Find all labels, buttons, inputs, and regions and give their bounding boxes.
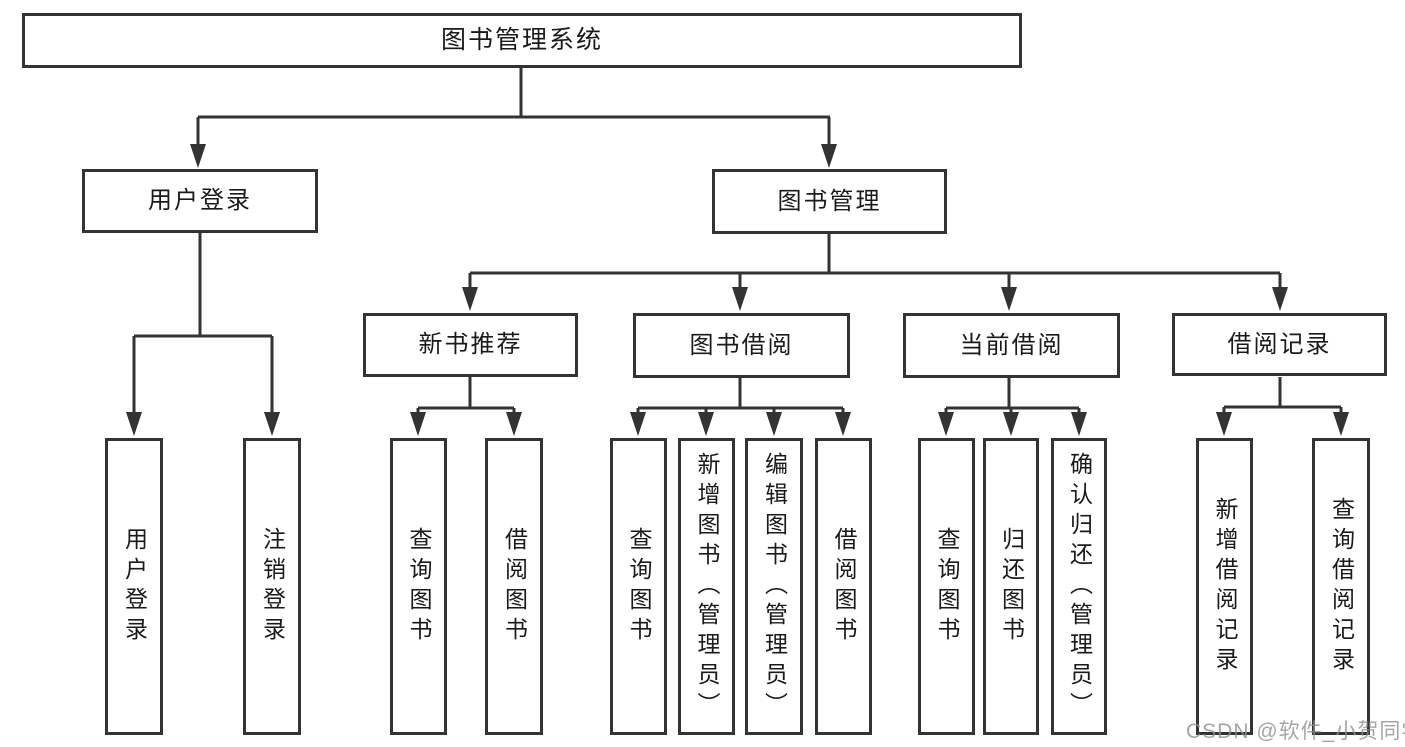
- node-label: 借阅图书: [501, 526, 528, 647]
- node-label: 新书推荐: [418, 331, 523, 358]
- node-user-login: 用户登录: [82, 169, 318, 233]
- arrowhead: [938, 412, 954, 436]
- node-borrowing-records: 借阅记录: [1172, 313, 1387, 376]
- arrowhead: [821, 144, 837, 168]
- csdn-watermark: CSDN @软件_小贺同学: [1186, 720, 1405, 743]
- leaf-add-books-admin: 新增图书（管理员）: [678, 438, 735, 735]
- node-label: 用户登录: [121, 526, 148, 647]
- node-label: 确认归还（管理员）: [1066, 451, 1093, 722]
- arrowhead: [410, 412, 426, 436]
- node-book-management: 图书管理: [712, 169, 947, 234]
- leaf-confirm-return-admin: 确认归还（管理员）: [1051, 438, 1107, 735]
- leaf-add-borrow-record: 新增借阅记录: [1196, 438, 1253, 735]
- arrowhead: [1003, 412, 1019, 436]
- node-label: 图书管理系统: [440, 26, 603, 54]
- node-label: 查询图书: [626, 526, 652, 647]
- node-library-management-system: 图书管理系统: [22, 13, 1022, 68]
- arrowhead: [1216, 412, 1232, 436]
- node-label: 用户登录: [148, 187, 252, 214]
- node-label: 图书管理: [777, 187, 882, 215]
- node-label: 归还图书: [998, 526, 1025, 647]
- leaf-query-books-current: 查询图书: [918, 438, 975, 735]
- arrowhead: [264, 412, 280, 436]
- arrowhead: [766, 412, 782, 436]
- leaf-query-books-recommend: 查询图书: [390, 438, 447, 735]
- leaf-logout: 注销登录: [243, 438, 301, 735]
- leaf-edit-books-admin: 编辑图书（管理员）: [745, 438, 803, 735]
- leaf-user-login: 用户登录: [105, 438, 163, 735]
- leaf-query-books-borrowing: 查询图书: [610, 438, 667, 735]
- node-label: 当前借阅: [959, 331, 1064, 359]
- node-label: 注销登录: [259, 526, 286, 647]
- node-label: 查询借阅记录: [1328, 496, 1355, 677]
- arrowhead: [835, 412, 851, 436]
- node-current-borrowing: 当前借阅: [903, 313, 1120, 378]
- arrowhead: [126, 412, 142, 436]
- node-label: 查询图书: [406, 526, 432, 647]
- arrowhead: [190, 144, 206, 168]
- leaf-query-borrow-record: 查询借阅记录: [1312, 438, 1370, 735]
- node-label: 借阅图书: [831, 526, 857, 647]
- arrowhead: [462, 287, 478, 311]
- node-book-borrowing: 图书借阅: [633, 313, 850, 378]
- leaf-return-books: 归还图书: [983, 438, 1039, 735]
- arrowhead: [1071, 412, 1087, 436]
- arrowhead: [732, 287, 748, 311]
- node-label: 借阅记录: [1227, 330, 1332, 358]
- node-label: 查询图书: [934, 526, 960, 647]
- node-label: 新增借阅记录: [1212, 496, 1238, 677]
- arrowhead: [630, 412, 646, 436]
- arrowhead: [1333, 412, 1349, 436]
- arrowhead: [1001, 287, 1017, 311]
- node-label: 新增图书（管理员）: [694, 451, 720, 722]
- node-label: 编辑图书（管理员）: [761, 451, 788, 722]
- node-new-book-recommendation: 新书推荐: [363, 313, 578, 377]
- leaf-borrow-books-recommend: 借阅图书: [485, 438, 543, 735]
- arrowhead: [698, 412, 714, 436]
- arrowhead: [506, 412, 522, 436]
- arrowhead: [1272, 287, 1288, 311]
- node-label: 图书借阅: [689, 331, 794, 359]
- leaf-borrow-books: 借阅图书: [815, 438, 872, 735]
